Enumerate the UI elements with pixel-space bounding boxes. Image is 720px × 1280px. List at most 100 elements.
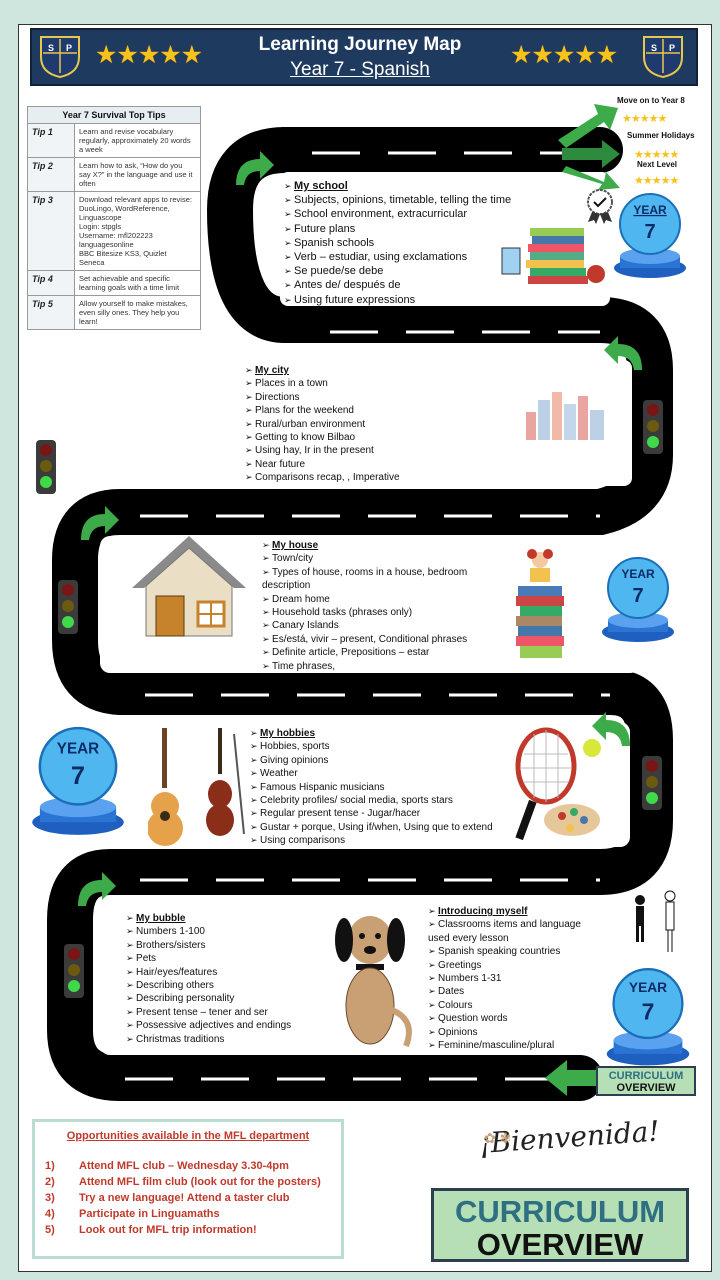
curved-arrow-icon (78, 872, 116, 906)
cartoon-dog-icon (335, 916, 412, 1048)
svg-text:7: 7 (642, 999, 655, 1025)
svg-text:YEAR: YEAR (621, 567, 655, 581)
svg-text:YEAR: YEAR (633, 203, 667, 217)
school-crest-left: S P (40, 36, 80, 79)
year-badge-icon: YEAR 7 (606, 968, 690, 1066)
svg-text:S: S (651, 43, 657, 53)
next-level-label: Next Level (637, 160, 678, 169)
star-rating-right: ★★★★★ (510, 41, 618, 69)
list-item: Present tense – tener and ser (126, 1006, 336, 1019)
list-item: School environment, extracurricular (284, 207, 584, 221)
list-item: Hair/eyes/features (126, 966, 336, 979)
stars-icon: ★★★★★ (634, 149, 679, 161)
curved-arrow-icon (236, 151, 274, 185)
award-badge-icon (587, 189, 613, 224)
list-item: Plans for the weekend (245, 404, 545, 417)
list-item: Dream home (262, 593, 492, 606)
list-item: Using future expressions (284, 293, 584, 307)
list-item: Christmas traditions (126, 1033, 336, 1046)
summer-label: Summer Holidays (627, 131, 695, 140)
list-item: Possessive adjectives and endings (126, 1019, 336, 1032)
curriculum-overview-small: CURRICULUM OVERVIEW (596, 1066, 696, 1096)
list-item: Verb – estudiar, using exclamations (284, 250, 584, 264)
city-title: My city (255, 365, 289, 376)
traffic-light-icon (643, 400, 663, 454)
guitar-violin-icon (148, 728, 245, 846)
list-item: Numbers 1-100 (126, 925, 336, 938)
traffic-light-icon (58, 580, 78, 634)
list-item: Brothers/sisters (126, 939, 336, 952)
introducing-topic-list: Introducing myself Classrooms items and … (428, 905, 598, 1052)
list-item: Gustar + porque, Using if/when, Using qu… (250, 821, 520, 834)
page-title: Learning Journey Map (258, 34, 462, 55)
list-item: Describing others (126, 979, 336, 992)
list-item: Es/está, vivir – present, Conditional ph… (262, 633, 492, 646)
list-item: Definite article, Prepositions – estar (262, 646, 492, 659)
header-banner (30, 28, 698, 86)
list-item: Hobbies, sports (250, 740, 520, 753)
list-item: Canary Islands (262, 619, 492, 632)
list-item: Famous Hispanic musicians (250, 781, 520, 794)
list-item: 1)Attend MFL club – Wednesday 3.30-4pm (45, 1160, 289, 1172)
svg-text:7: 7 (632, 585, 643, 607)
list-item: Types of house, rooms in a house, bedroo… (262, 566, 492, 593)
list-item: Question words (428, 1012, 598, 1025)
house-icon (132, 536, 246, 637)
tennis-racket-icon (515, 727, 601, 841)
school-topic-list: My school Subjects, opinions, timetable,… (284, 179, 584, 307)
hobbies-title: My hobbies (260, 728, 316, 739)
list-item: Household tasks (phrases only) (262, 606, 492, 619)
curved-arrow-icon (604, 336, 642, 370)
opportunities-box: Opportunities available in the MFL depar… (32, 1119, 344, 1259)
star-rating-left: ★★★★★ (95, 41, 203, 69)
introducing-title: Introducing myself (438, 906, 528, 917)
list-item: Dates (428, 985, 598, 998)
list-item: Time phrases, (262, 660, 492, 673)
traffic-light-icon (642, 756, 662, 810)
city-skyline-icon (526, 392, 604, 440)
year-badge-icon: YEAR 7 (32, 726, 124, 835)
list-item: Se puede/se debe (284, 264, 584, 278)
list-item: 4)Participate in Linguamaths (45, 1208, 220, 1220)
list-item: Rural/urban environment (245, 418, 545, 431)
svg-text:YEAR: YEAR (629, 980, 667, 995)
list-item: Getting to know Bilbao (245, 431, 545, 444)
list-item: Giving opinions (250, 754, 520, 767)
level-arrows-icon (558, 104, 620, 190)
list-item: Colours (428, 999, 598, 1012)
stars-icon: ★★★★★ (634, 175, 679, 187)
curriculum-overview-banner: CURRICULUM OVERVIEW (431, 1188, 689, 1262)
list-item: Town/city (262, 552, 492, 565)
girl-reading-books-icon (516, 549, 564, 658)
move-on-label: Move on to Year 8 (617, 96, 685, 105)
page-subtitle: Year 7 - Spanish (290, 59, 430, 80)
curved-arrow-icon (81, 506, 119, 540)
year-badge-icon: YEAR 7 (614, 193, 686, 278)
books-icon (501, 228, 605, 284)
list-item: Weather (250, 767, 520, 780)
house-topic-list: My house Town/city Types of house, rooms… (262, 539, 492, 673)
curved-arrow-icon (592, 712, 630, 746)
list-item: Using comparisons (250, 834, 520, 847)
svg-text:YEAR: YEAR (57, 741, 99, 758)
start-arrow-icon (545, 1060, 597, 1096)
list-item: Regular present tense - Jugar/hacer (250, 807, 520, 820)
list-item: Places in a town (245, 377, 545, 390)
flower-icon: ✿ ✾ (484, 1130, 512, 1146)
list-item: Comparisons recap, , Imperative (245, 471, 545, 484)
list-item: Subjects, opinions, timetable, telling t… (284, 193, 584, 207)
list-item: Spanish speaking countries (428, 945, 598, 958)
house-title: My house (272, 540, 319, 551)
growth-silhouette-icon (635, 890, 676, 952)
opportunities-title: Opportunities available in the MFL depar… (66, 1130, 310, 1142)
list-item: 3)Try a new language! Attend a taster cl… (45, 1192, 290, 1204)
stars-icon: ★★★★★ (622, 113, 667, 125)
svg-text:7: 7 (644, 221, 655, 243)
list-item: Antes de/ después de (284, 278, 584, 292)
